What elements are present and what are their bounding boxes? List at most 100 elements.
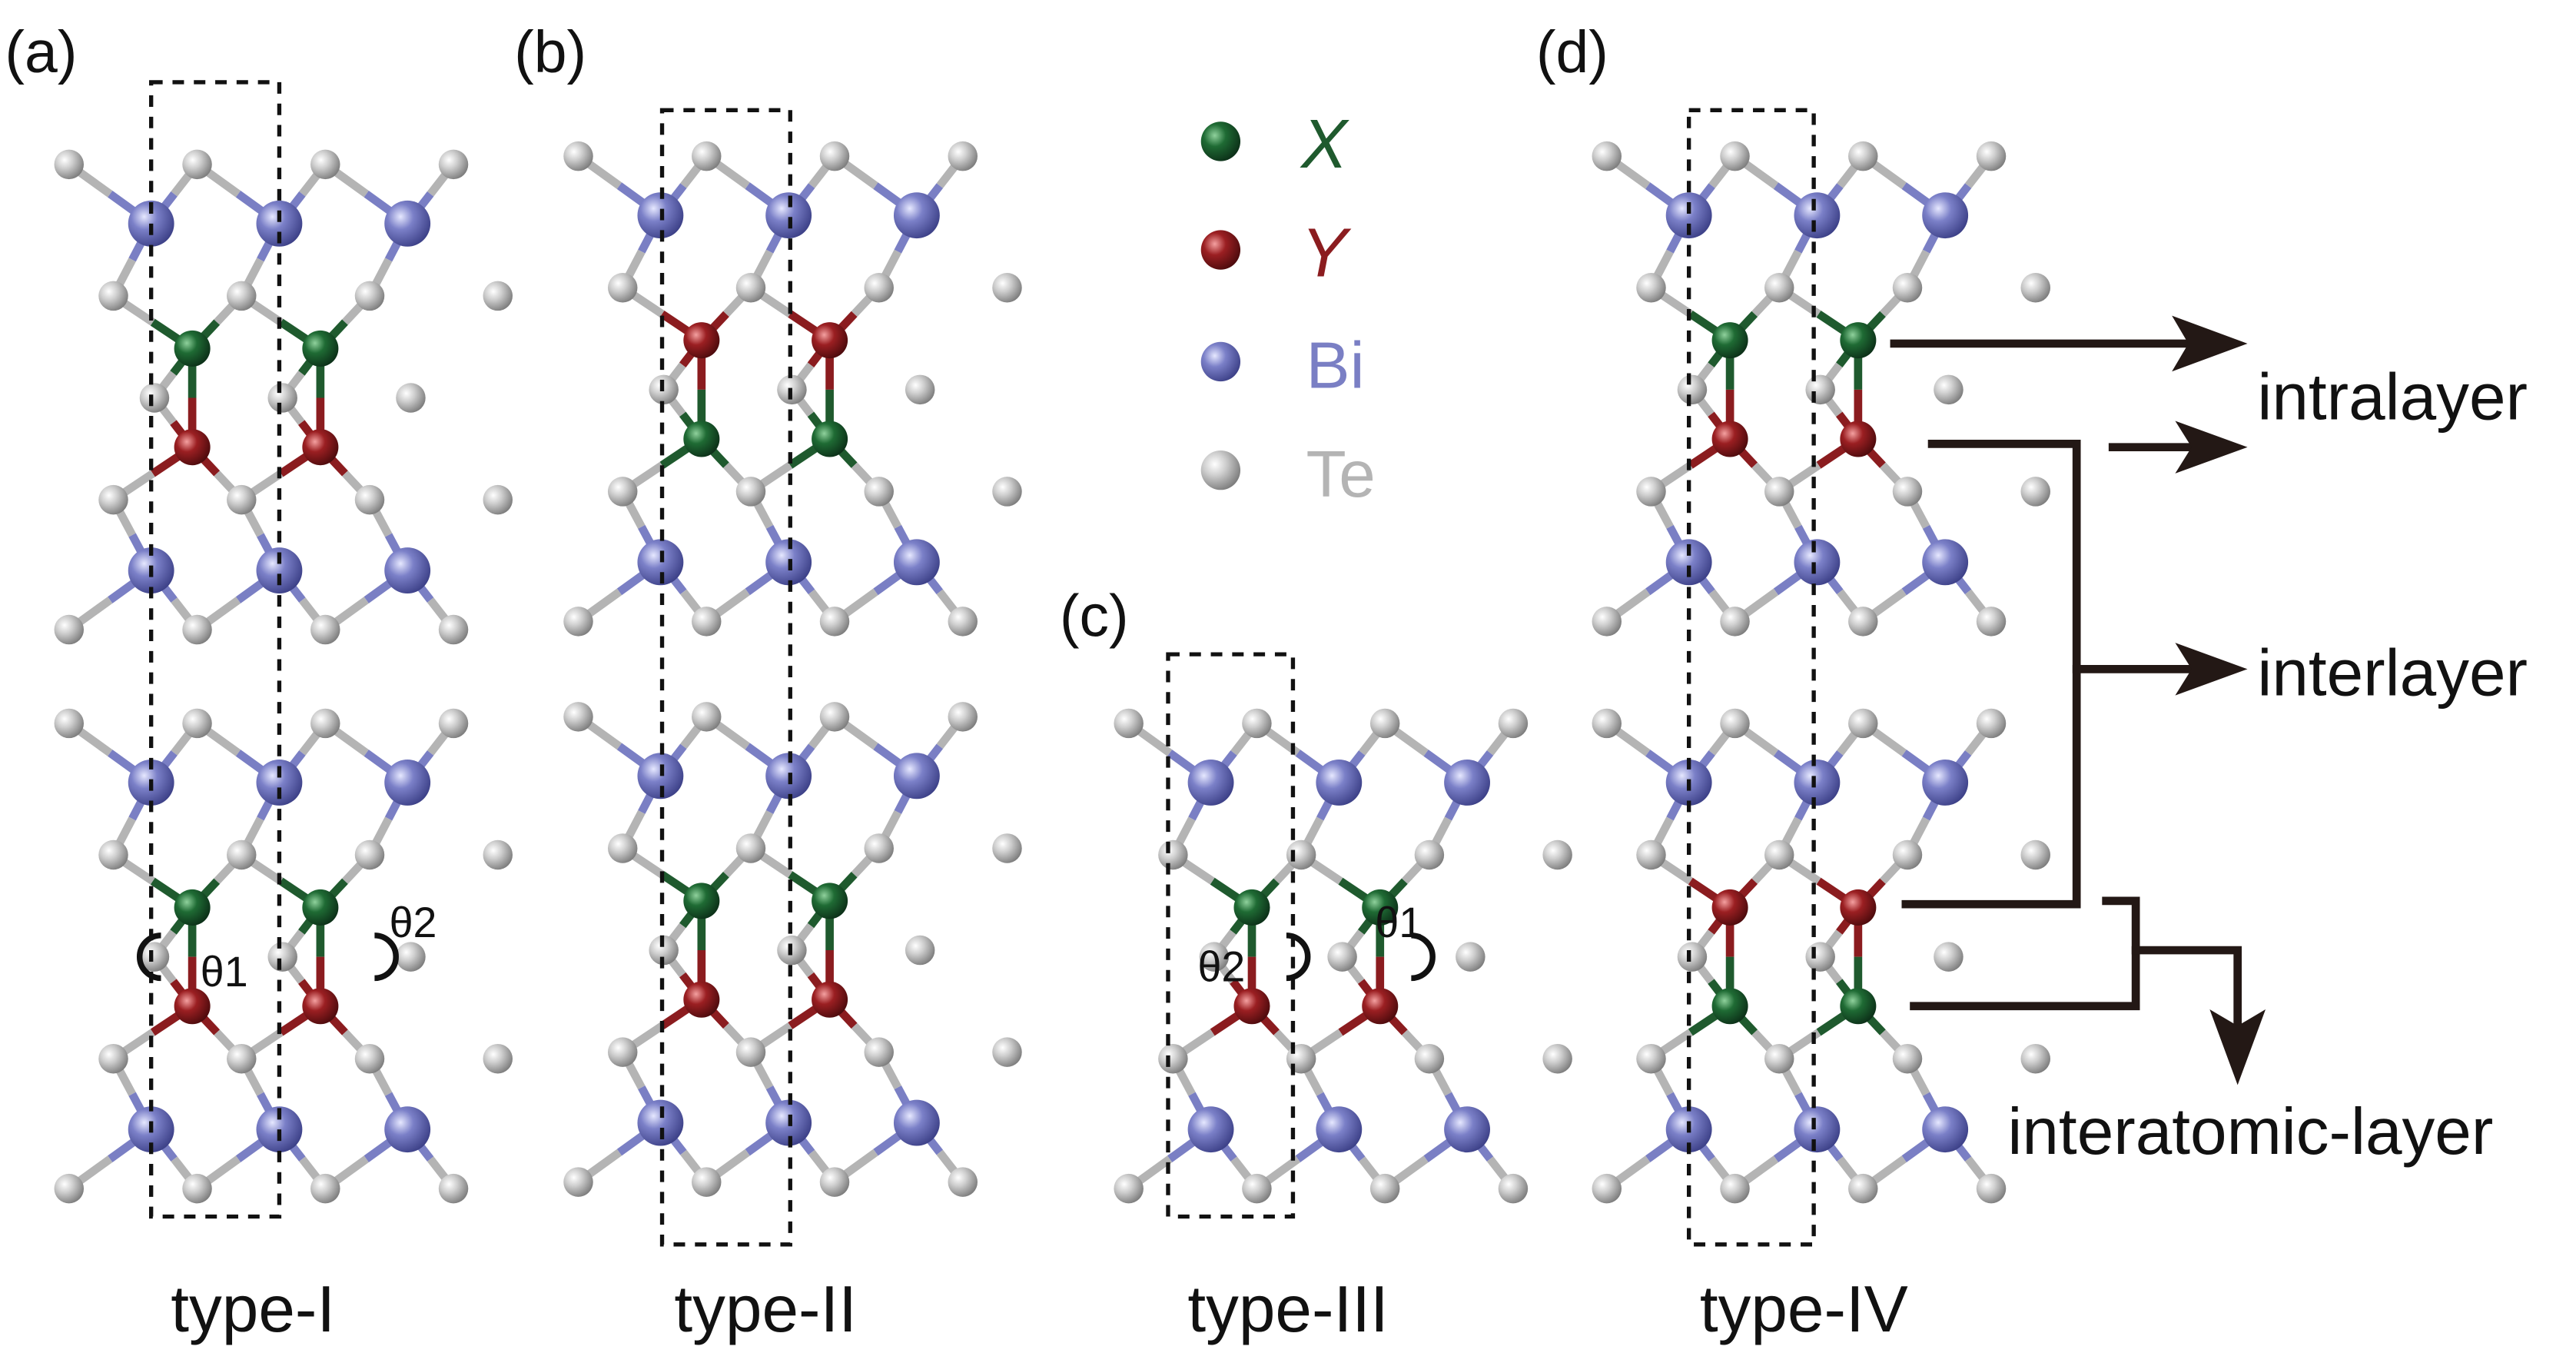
atom-bi bbox=[1187, 1106, 1234, 1153]
atom-x bbox=[1840, 322, 1877, 359]
atom-te bbox=[992, 1037, 1022, 1067]
atom-y bbox=[174, 988, 211, 1025]
atom-te bbox=[1456, 942, 1486, 972]
atom-x bbox=[302, 889, 339, 926]
atom-te bbox=[819, 1167, 850, 1197]
panel-label-d: (d) bbox=[1536, 19, 1608, 85]
atom-te bbox=[483, 1043, 513, 1074]
atom-bi bbox=[1444, 1106, 1490, 1153]
atom-te bbox=[1286, 1043, 1316, 1074]
angle-label: θ2 bbox=[390, 899, 437, 946]
atom-te bbox=[182, 149, 212, 180]
atom-bi bbox=[893, 1099, 940, 1146]
angle-arc bbox=[1411, 932, 1436, 982]
atom-te bbox=[438, 708, 469, 739]
atom-y bbox=[1840, 421, 1877, 457]
legend-label-y: Y bbox=[1301, 214, 1352, 291]
atom-te bbox=[948, 607, 978, 637]
atom-te bbox=[1805, 942, 1835, 972]
atom-te bbox=[98, 484, 128, 515]
atom-te bbox=[1592, 1173, 1622, 1204]
atom-te bbox=[992, 833, 1022, 863]
atom-te bbox=[1242, 1173, 1272, 1204]
atom-te bbox=[649, 935, 679, 966]
atom-te bbox=[692, 141, 722, 171]
type-caption-d: type-IV bbox=[1700, 1273, 1908, 1346]
atom-te bbox=[607, 1037, 638, 1067]
interatomic-arrow-shaft bbox=[2131, 946, 2242, 1037]
atom-te bbox=[2020, 1043, 2050, 1074]
atom-te bbox=[819, 141, 850, 171]
atom-te bbox=[483, 839, 513, 870]
atom-te bbox=[1636, 839, 1666, 870]
atom-te bbox=[54, 149, 85, 180]
atom-te bbox=[1976, 607, 2007, 637]
atom-te bbox=[310, 708, 340, 739]
atom-te bbox=[438, 1173, 469, 1204]
type-caption-c: type-III bbox=[1187, 1273, 1388, 1346]
atom-y bbox=[1711, 421, 1748, 457]
atom-te bbox=[1158, 1043, 1188, 1074]
atom-bi bbox=[256, 759, 303, 806]
atom-te bbox=[2020, 272, 2050, 303]
atom-bi bbox=[384, 1106, 431, 1153]
atom-te bbox=[1369, 708, 1400, 739]
atom-te bbox=[864, 272, 894, 303]
atom-te bbox=[1286, 839, 1316, 870]
atom-bi bbox=[893, 539, 940, 586]
atom-te bbox=[354, 1043, 385, 1074]
unit-cell-box bbox=[659, 108, 792, 1247]
atom-te bbox=[227, 484, 257, 515]
atom-y bbox=[812, 322, 848, 359]
atom-x bbox=[302, 330, 339, 367]
unit-cell-box bbox=[1686, 108, 1816, 1247]
atom-te bbox=[1848, 141, 1878, 171]
atom-te bbox=[1892, 272, 1923, 303]
atom-te bbox=[227, 839, 257, 870]
atom-te bbox=[735, 833, 766, 863]
atom-bi bbox=[256, 1106, 303, 1153]
atom-te bbox=[54, 1173, 85, 1204]
atom-te bbox=[1369, 1173, 1400, 1204]
atom-te bbox=[354, 281, 385, 311]
atom-te bbox=[1199, 942, 1230, 972]
atom-bi bbox=[384, 200, 431, 247]
atom-te bbox=[563, 141, 593, 171]
atom-te bbox=[607, 272, 638, 303]
annotation-arrows bbox=[1890, 315, 2266, 1085]
interatomic-arrowhead bbox=[2209, 1009, 2266, 1085]
atom-x bbox=[174, 330, 211, 367]
atom-te bbox=[182, 1173, 212, 1204]
label-intralayer: intralayer bbox=[2257, 361, 2528, 434]
atom-te bbox=[1720, 1173, 1750, 1204]
atom-te bbox=[2020, 477, 2050, 507]
atom-te bbox=[1327, 942, 1357, 972]
atom-y bbox=[1840, 889, 1877, 926]
atom-bi bbox=[765, 192, 812, 239]
atom-y bbox=[683, 981, 720, 1018]
atom-te bbox=[1976, 1173, 2007, 1204]
atom-te bbox=[864, 477, 894, 507]
legend-label-bi: Bi bbox=[1306, 330, 1365, 403]
atom-y bbox=[683, 322, 720, 359]
atom-bi bbox=[256, 200, 303, 247]
panel-b bbox=[563, 108, 1022, 1247]
atom-bi bbox=[893, 753, 940, 800]
atom-bi bbox=[1794, 1106, 1841, 1153]
atom-te bbox=[607, 833, 638, 863]
atom-te bbox=[483, 484, 513, 515]
atom-te bbox=[1114, 708, 1144, 739]
atom-te bbox=[1764, 1043, 1794, 1074]
atom-te bbox=[98, 281, 128, 311]
atom-te bbox=[1592, 141, 1622, 171]
atom-x bbox=[1840, 988, 1877, 1025]
atom-te bbox=[905, 935, 935, 966]
panel-label-c: (c) bbox=[1060, 583, 1129, 650]
atom-x bbox=[1233, 889, 1270, 926]
atom-te bbox=[1592, 607, 1622, 637]
atom-te bbox=[1677, 942, 1708, 972]
legend-marker-te bbox=[1200, 450, 1241, 490]
atom-te bbox=[310, 1173, 340, 1204]
atom-bi bbox=[637, 1099, 684, 1146]
